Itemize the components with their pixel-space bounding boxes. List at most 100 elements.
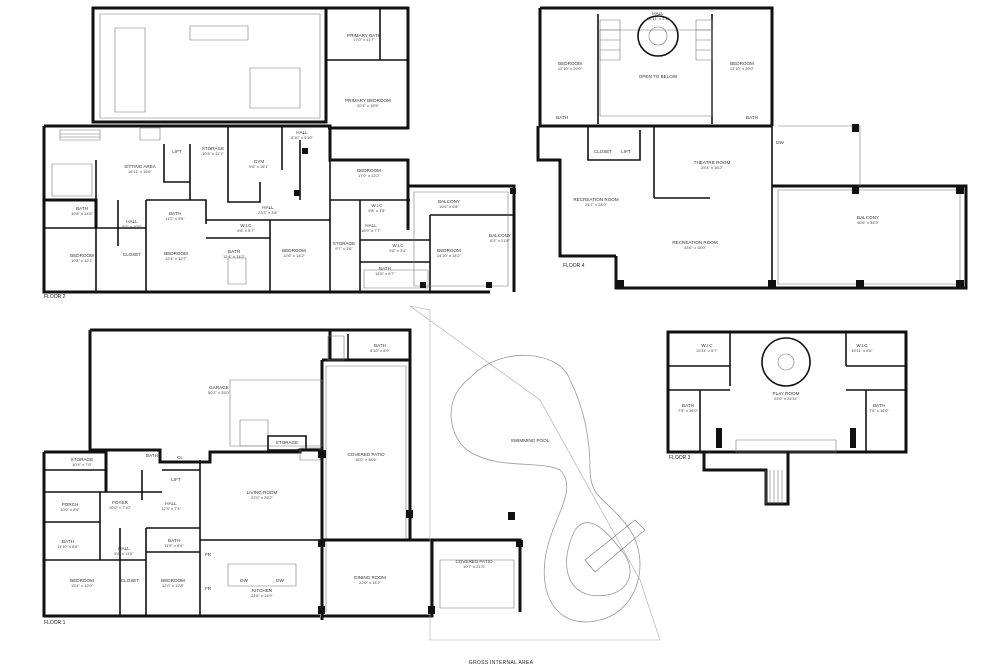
floor-1-label: FLOOR 1 — [44, 620, 66, 626]
room-label: BATH — [169, 211, 181, 216]
room-dimension: 10'4" x 7'0" — [72, 462, 92, 467]
room-label: CL — [177, 455, 183, 460]
room-label: W.I.C — [371, 203, 383, 208]
room-label: BATH — [374, 343, 386, 348]
room-label: DW — [240, 578, 248, 583]
room-dimension: 17'0" x 12'2" — [358, 173, 381, 178]
room-label: THEATRE ROOM — [694, 160, 731, 165]
room-label: RECREATION ROOM — [672, 240, 718, 245]
room-label: RECREATION ROOM — [573, 197, 619, 202]
room-label: GYM — [254, 159, 265, 164]
floor-4-label: FLOOR 4 — [563, 263, 585, 269]
room-label: HALL — [296, 130, 308, 135]
room-label: BATH — [76, 206, 88, 211]
room-label: STORAGE — [276, 440, 298, 445]
room-label: COVERED PATIO — [347, 452, 385, 457]
room-label: BATH — [228, 249, 240, 254]
room-label: BEDROOM — [70, 253, 94, 258]
floor-3-label: FLOOR 3 — [669, 455, 691, 461]
room-label: PORCH — [62, 502, 79, 507]
room-dimension: 12'4" x 14'2" — [223, 254, 246, 259]
room-label: FR — [205, 586, 212, 591]
room-label: BATH — [379, 266, 391, 271]
room-dimension: 10'4" x 11'1" — [202, 151, 224, 156]
room-label: LIVING ROOM — [247, 490, 278, 495]
room-dimension: 20'4" x 15'5" — [357, 103, 380, 108]
room-dimension: 15'4" x 12'0" — [71, 583, 94, 588]
room-dimension: 7'5" x 16'0" — [678, 408, 698, 413]
room-dimension: 10'7" x 21'3" — [463, 564, 486, 569]
room-label: W.I.C — [701, 343, 713, 348]
room-label: BALCONY — [438, 199, 460, 204]
room-dimension: 25'4" x 16'2" — [701, 165, 724, 170]
room-dimension: 33'6" x 18'0" — [684, 245, 707, 250]
room-dimension: 12'3" x 7'3" — [161, 506, 181, 511]
room-dimension: 24'6" x 14'9" — [251, 593, 274, 598]
room-dimension: 24'7" x 28'0" — [585, 202, 608, 207]
room-dimension: 10'0" x 8'6" — [60, 507, 80, 512]
room-label: HALL — [165, 501, 177, 506]
room-dimension: 14'5" x 6'7" — [375, 271, 395, 276]
room-label: FR — [205, 552, 212, 557]
room-dimension: 10'8" x 12'1" — [71, 258, 94, 263]
room-dimension: 12'0" x 12'8" — [162, 583, 185, 588]
room-label: LIFT — [171, 477, 181, 482]
room-label: DW — [776, 140, 784, 145]
room-dimension: 17'0" x 11'7" — [353, 37, 375, 42]
room-label: OPEN TO BELOW — [639, 74, 678, 79]
room-label: DW — [276, 578, 284, 583]
room-dimension: 6'6" x 5'7" — [237, 228, 255, 233]
room-label: HALL — [126, 219, 138, 224]
floor-2-label: FLOOR 2 — [44, 294, 66, 300]
room-dimension: 5'0" x 10'5" — [122, 224, 142, 229]
room-dimension: 12'10" x 29'0" — [730, 66, 755, 71]
room-dimension: 10'8" x 14'6" — [71, 211, 94, 216]
room-dimension: 11'10" x 5'6" — [57, 544, 79, 549]
room-label: DINING ROOM — [354, 575, 386, 580]
room-label: BEDROOM — [164, 251, 188, 256]
room-dimension: 9'8" x 3'4" — [389, 248, 407, 253]
room-dimension: 6'3" x 21'8" — [490, 238, 510, 243]
room-dimension: 16'6" x 6'8" — [439, 204, 459, 209]
room-dimension: 7'5" x 16'0" — [869, 408, 889, 413]
room-dimension: 6'10" x 9'10" — [291, 135, 314, 140]
room-label: CLOSET — [121, 578, 140, 583]
room-dimension: 22'0" x 14'2" — [359, 580, 382, 585]
floor-3-plan — [666, 330, 908, 506]
room-label: W.I.C — [856, 343, 868, 348]
room-label: BATH — [682, 403, 694, 408]
room-label: W.I.C — [240, 223, 252, 228]
room-label: PRIMARY BEDROOM — [345, 98, 391, 103]
room-dimension: 14'10" x 14'2" — [437, 253, 462, 258]
room-dimension: 27'0" x 25'2" — [251, 495, 274, 500]
room-label: CLOSET — [594, 149, 613, 154]
room-label: BEDROOM — [558, 61, 582, 66]
room-label: BALCONY — [489, 233, 511, 238]
room-label: STORAGE — [71, 457, 93, 462]
room-label: FOYER — [112, 500, 129, 505]
room-label: BATH — [746, 115, 758, 120]
room-dimension: 16'11" x 15'6" — [128, 169, 152, 174]
room-dimension: 10'0" x 7'10" — [109, 505, 132, 510]
room-dimension: 50'2" x 25'0" — [208, 390, 231, 395]
room-dimension: 16'9" x 7'7" — [361, 228, 381, 233]
room-label: BATH — [556, 115, 568, 120]
room-label: W.I.C — [392, 243, 404, 248]
room-label: BEDROOM — [70, 578, 94, 583]
room-label: COVERED PATIO — [455, 559, 493, 564]
room-label: HALL — [365, 223, 377, 228]
room-label: BATH — [168, 538, 180, 543]
room-label: SWIMMING POOL — [511, 438, 550, 443]
room-label: LIFT — [172, 149, 182, 154]
room-dimension: 5'6" x 11'0" — [114, 551, 134, 556]
room-label: SITTING AREA — [124, 164, 157, 169]
room-label: BALCONY — [857, 215, 879, 220]
room-dimension: 11'2" x 9'6" — [165, 216, 185, 221]
room-dimension: 12'10" x 29'0" — [558, 66, 583, 71]
room-dimension: 8'10" x 6'9" — [370, 348, 390, 353]
room-dimension: 15'11" x 6'6" — [851, 348, 873, 353]
room-label: STORAGE — [202, 146, 224, 151]
room-dimension: 22'11" x 3'1" — [647, 16, 669, 21]
room-dimension: 23'0" x 24'11" — [774, 396, 798, 401]
